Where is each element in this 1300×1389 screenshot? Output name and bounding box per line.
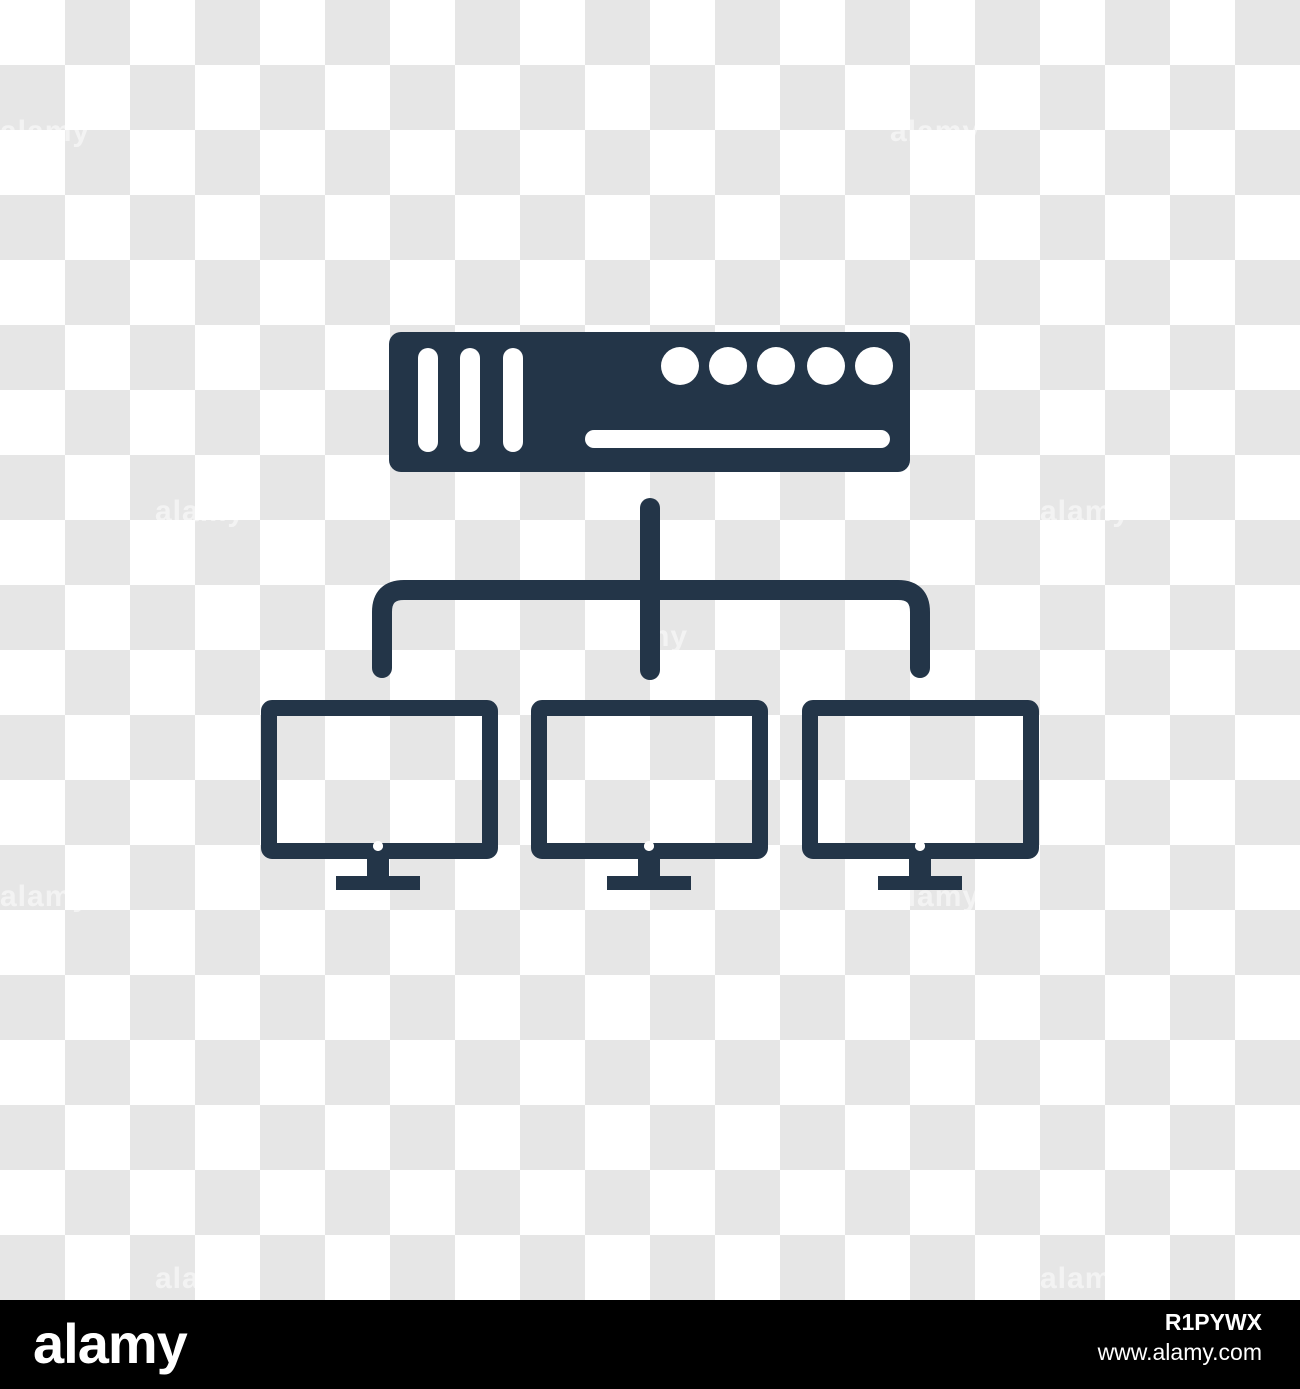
- drive-slot: [418, 348, 438, 452]
- alamy-logo: alamy: [33, 1312, 188, 1375]
- stock-footer-bar: alamy R1PYWX www.alamy.com: [0, 1300, 1300, 1389]
- network-connector: [372, 498, 930, 680]
- status-light: [757, 347, 795, 385]
- monitor-icon: [261, 700, 498, 890]
- server-display-bar: [585, 430, 890, 448]
- watermark-text: alamy: [0, 880, 91, 913]
- watermark-text: alamy: [890, 115, 981, 148]
- site-url: www.alamy.com: [1097, 1339, 1262, 1365]
- monitor-icon: [802, 700, 1039, 890]
- status-light: [661, 347, 699, 385]
- server-icon: [389, 332, 910, 472]
- monitor-power-dot: [915, 841, 925, 851]
- monitor-power-dot: [644, 841, 654, 851]
- watermark-text: alamy: [0, 115, 91, 148]
- watermark-text: alamy: [155, 495, 246, 528]
- image-id-block: R1PYWX www.alamy.com: [1098, 1308, 1262, 1368]
- monitor-icon: [531, 700, 768, 890]
- status-light: [855, 347, 893, 385]
- watermark-text: alamy: [1040, 1262, 1131, 1295]
- image-id: R1PYWX: [1164, 1309, 1262, 1335]
- status-light: [709, 347, 747, 385]
- watermark-text: alamy: [155, 1262, 246, 1295]
- drive-slot: [503, 348, 523, 452]
- drive-slot: [460, 348, 480, 452]
- monitor-power-dot: [373, 841, 383, 851]
- network-server-icon: [261, 332, 1039, 890]
- watermark-text: alamy: [1040, 495, 1131, 528]
- status-light: [807, 347, 845, 385]
- transparent-checker-background: alamy alamy alamy alamy alamy alamy alam…: [0, 0, 1300, 1300]
